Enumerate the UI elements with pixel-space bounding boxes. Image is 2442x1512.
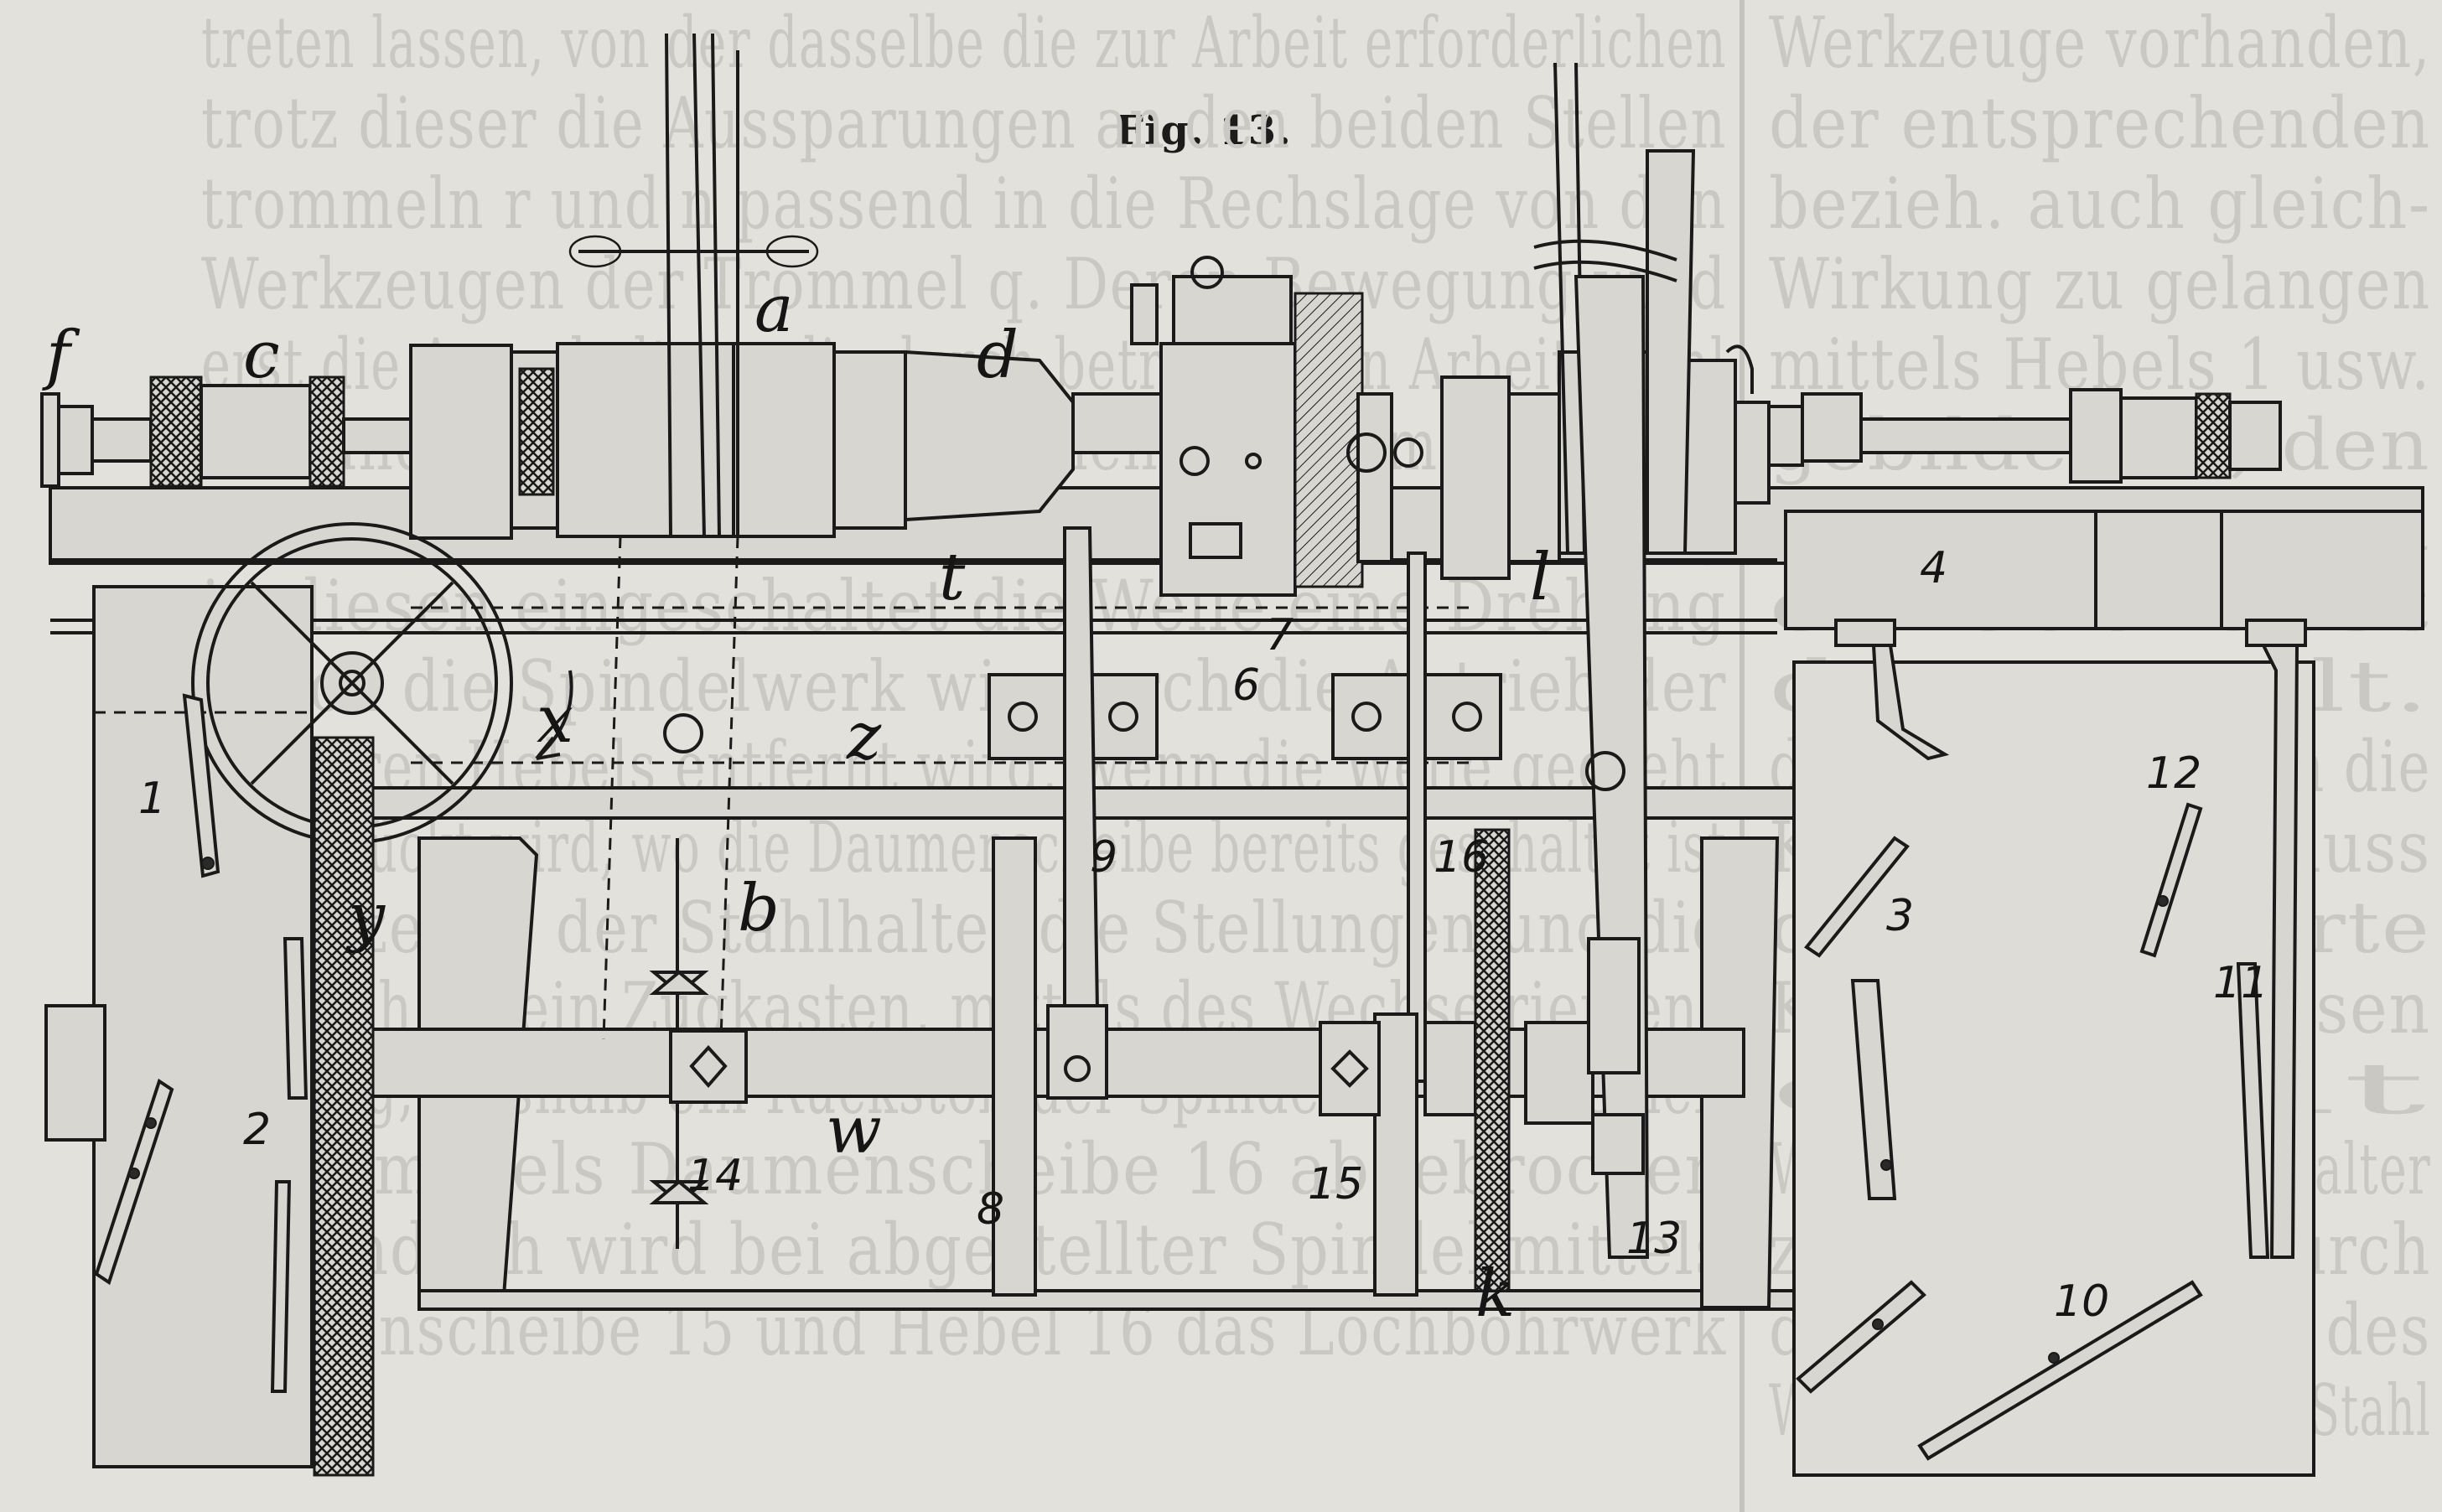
- letter-label-l: l: [1530, 540, 1551, 615]
- toothed-rack: [313, 736, 375, 1477]
- tool-arm-right: [2260, 644, 2299, 1259]
- background-text-line: trommeln r und n passend in die Rechslag…: [201, 163, 1727, 245]
- tool-hook-left: [1871, 644, 1950, 761]
- letter-label-d: d: [977, 318, 1019, 393]
- belt-a: [665, 33, 739, 537]
- number-label-2: 2: [243, 1105, 271, 1155]
- direction-arrow: [535, 670, 573, 760]
- knurled-nut-c: [149, 375, 203, 488]
- belt-b: [602, 536, 739, 1040]
- tool-arm-1: [94, 1078, 174, 1286]
- number-label-16: 16: [1434, 832, 1489, 883]
- gear-wheel: [1356, 392, 1393, 563]
- number-label-13: 13: [1626, 1214, 1682, 1264]
- background-text-line: treten lassen, von der dasselbe die zur …: [201, 2, 1727, 84]
- letter-label-k: k: [1475, 1256, 1515, 1332]
- letter-label-y: y: [345, 879, 386, 955]
- number-label-9: 9: [1090, 832, 1117, 883]
- bed-crossbar: [149, 786, 1812, 820]
- number-label-1: 1: [138, 774, 166, 824]
- number-label-15: 15: [1308, 1159, 1363, 1209]
- side-view: [1784, 510, 2424, 1477]
- number-label-11: 11: [2213, 958, 2268, 1008]
- number-label-14: 14: [687, 1151, 743, 1201]
- number-label-7: 7: [1266, 610, 1294, 660]
- side-text-line: der entsprechenden: [1769, 82, 2431, 164]
- knurled-nut-right: [2195, 392, 2232, 479]
- tool-arm-11: [2236, 962, 2270, 1259]
- side-text-line: Werkzeuge vorhanden,: [1769, 2, 2431, 84]
- plate-8: [992, 836, 1037, 1297]
- lathe-machine: [40, 33, 2424, 1477]
- tool-arm-3: [1804, 836, 1910, 958]
- letter-label-b: b: [738, 871, 780, 946]
- number-label-4: 4: [1920, 543, 1947, 593]
- letter-label-w: w: [826, 1093, 882, 1168]
- number-label-10: 10: [2054, 1276, 2109, 1327]
- tool-arm-2: [270, 1180, 292, 1393]
- letter-label-c: c: [243, 318, 280, 393]
- tool-blade-3: [1850, 979, 1897, 1200]
- side-text-line: Wirkung zu gelangen: [1769, 243, 2431, 325]
- letter-label-t: t: [939, 540, 966, 615]
- number-label-6: 6: [1232, 660, 1260, 711]
- base-rail: [417, 1289, 1796, 1311]
- number-label-8: 8: [977, 1184, 1004, 1235]
- tool-bar-10: [1917, 1280, 2203, 1461]
- number-label-3: 3: [1886, 891, 1914, 941]
- background-text-line: trotz dieser die Aussparungen an den bei…: [201, 82, 1727, 164]
- end-cap-f: [57, 405, 94, 475]
- background-text-line: Werkzeugen der Trommel q. Deren Bewegung…: [201, 243, 1727, 325]
- side-text-line: bezieh. auch gleich-: [1769, 163, 2431, 245]
- plate-15: [1373, 1012, 1418, 1297]
- letter-label-f: f: [42, 318, 80, 393]
- number-label-12: 12: [2146, 748, 2201, 799]
- pulley-left: [409, 344, 513, 540]
- letter-labels: f c a d t l x z y b w k: [42, 272, 1551, 1332]
- letter-label-x: x: [537, 682, 573, 758]
- figure-title: Fig. 13.: [1115, 107, 1292, 154]
- feed-screw-14: [649, 838, 748, 1249]
- cone-d: [904, 350, 1075, 522]
- letter-label-a: a: [754, 272, 794, 347]
- tool-bar-left: [1796, 1280, 1926, 1394]
- lever-16: [1407, 551, 1427, 1083]
- letter-label-z: z: [846, 699, 882, 774]
- chain-k: [1474, 828, 1511, 1292]
- belt-pulley-a: [556, 342, 735, 538]
